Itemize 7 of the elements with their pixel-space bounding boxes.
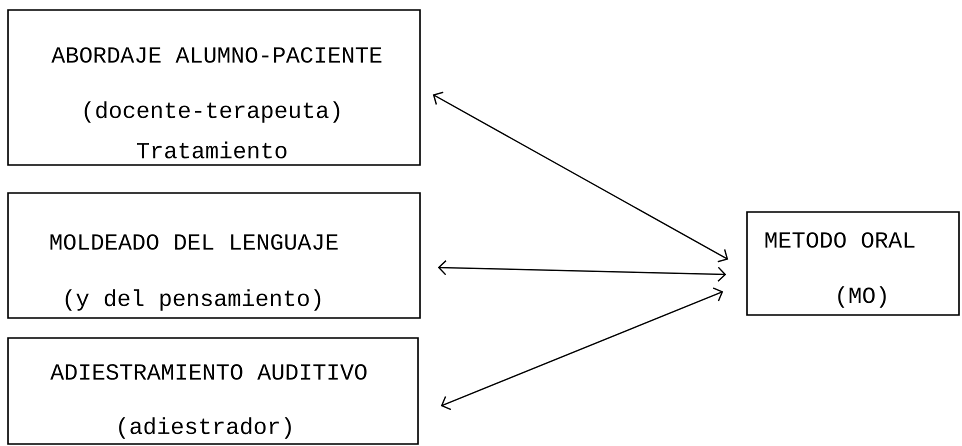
text-box: METODO ORAL (MO) [746, 211, 960, 316]
text-box: MOLDEADO DEL LENGUAJE (y del pensamiento) [7, 192, 421, 319]
text-box: ABORDAJE ALUMNO-PACIENTE (docente-terapeuta) Tratamiento [7, 9, 421, 166]
text-box: ADIESTRAMIENTO AUDITIVO (adiestrador) [7, 337, 419, 445]
arrow [438, 260, 726, 282]
arrow [432, 92, 728, 262]
arrow [440, 287, 724, 410]
